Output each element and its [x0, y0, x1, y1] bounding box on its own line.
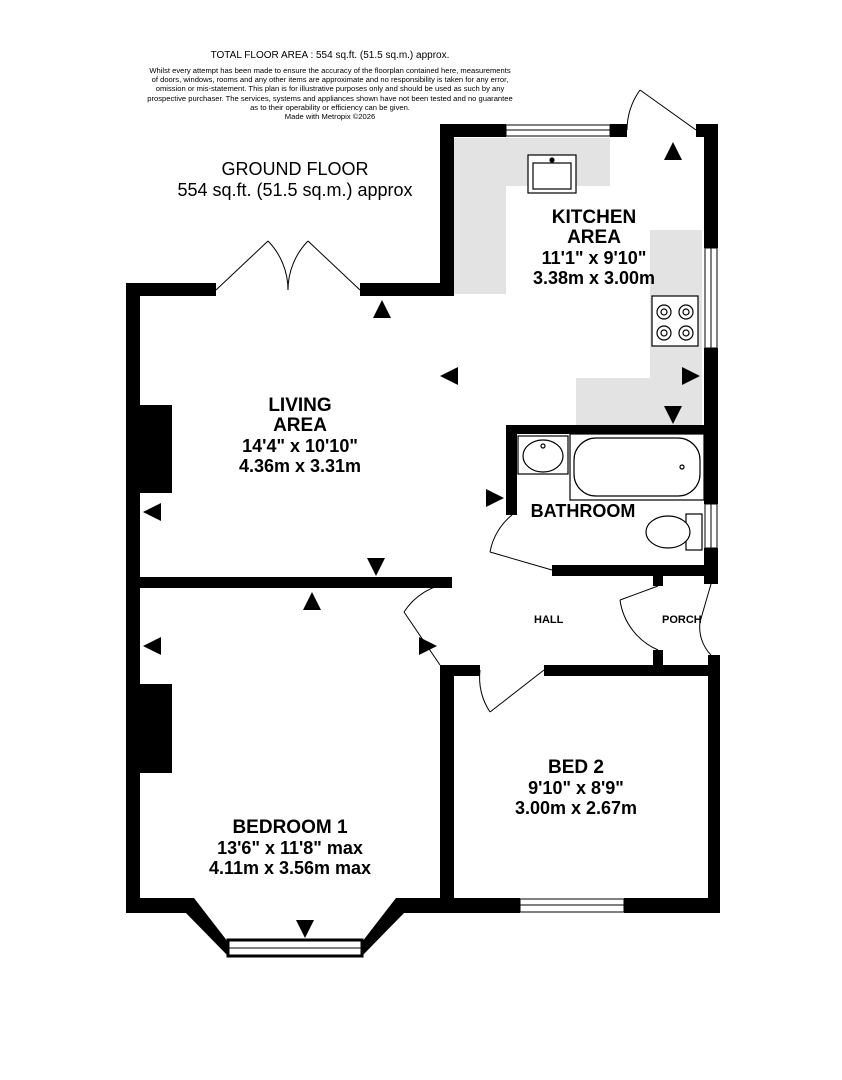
- room-dimension-imperial: 11'1" x 9'10": [541, 248, 647, 268]
- room-kitchen-label: KITCHEN AREA 11'1" x 9'10" 3.38m x 3.00m: [494, 207, 694, 289]
- floor-area: 554 sq.ft. (51.5 sq.m.) approx: [177, 180, 413, 200]
- disclaimer-text: Whilst every attempt has been made to en…: [120, 66, 540, 121]
- room-dimension-metric: 4.36m x 3.31m: [238, 456, 362, 476]
- metropix-credit: Made with Metropix ©2026: [284, 112, 376, 122]
- chimney-breast-icon: [140, 405, 172, 493]
- total-floor-area: TOTAL FLOOR AREA : 554 sq.ft. (51.5 sq.m…: [210, 50, 450, 61]
- bay-window: [185, 898, 405, 958]
- room-name: AREA: [273, 415, 327, 436]
- disclaimer-line: Whilst every attempt has been made to en…: [149, 66, 511, 75]
- basin-icon: [517, 435, 569, 475]
- room-name: KITCHEN: [551, 207, 637, 228]
- room-dimension-imperial: 9'10" x 8'9": [528, 778, 624, 798]
- room-name: BEDROOM 1: [232, 817, 348, 838]
- measure-arrow-icon: [143, 142, 700, 938]
- hob-icon: [651, 295, 699, 347]
- disclaimer-line: prospective purchaser. The services, sys…: [147, 93, 513, 103]
- room-name: BED 2: [548, 757, 604, 778]
- floor-label: GROUND FLOOR 554 sq.ft. (51.5 sq.m.) app…: [150, 159, 440, 201]
- room-name: BATHROOM: [530, 501, 636, 521]
- room-name: AREA: [567, 227, 621, 248]
- room-dimension-metric: 3.38m x 3.00m: [532, 268, 656, 288]
- floor-name: GROUND FLOOR: [221, 159, 369, 179]
- walls: [126, 124, 720, 913]
- room-bathroom-label: BATHROOM: [520, 501, 646, 521]
- room-bedroom1-label: BEDROOM 1 13'6" x 11'8" max 4.11m x 3.56…: [170, 817, 410, 879]
- disclaimer-line: omission or mis-statement. This plan is …: [155, 84, 505, 94]
- room-living-label: LIVING AREA 14'4" x 10'10" 4.36m x 3.31m: [200, 395, 400, 477]
- sink-icon: [527, 154, 577, 194]
- room-dimension-metric: 3.00m x 2.67m: [514, 798, 638, 818]
- room-porch-label: PORCH: [662, 614, 702, 626]
- disclaimer-line: as to their operability or efficiency ca…: [250, 102, 410, 112]
- room-bed2-label: BED 2 9'10" x 8'9" 3.00m x 2.67m: [476, 757, 676, 819]
- toilet-icon: [645, 513, 703, 551]
- disclaimer-line: of doors, windows, rooms and any other i…: [151, 75, 509, 85]
- room-name: LIVING: [268, 395, 332, 416]
- room-dimension-metric: 4.11m x 3.56m max: [208, 858, 372, 878]
- room-dimension-imperial: 13'6" x 11'8" max: [217, 838, 363, 858]
- room-dimension-imperial: 14'4" x 10'10": [242, 436, 358, 456]
- room-hall-label: HALL: [534, 614, 564, 626]
- bath-icon: [569, 433, 705, 501]
